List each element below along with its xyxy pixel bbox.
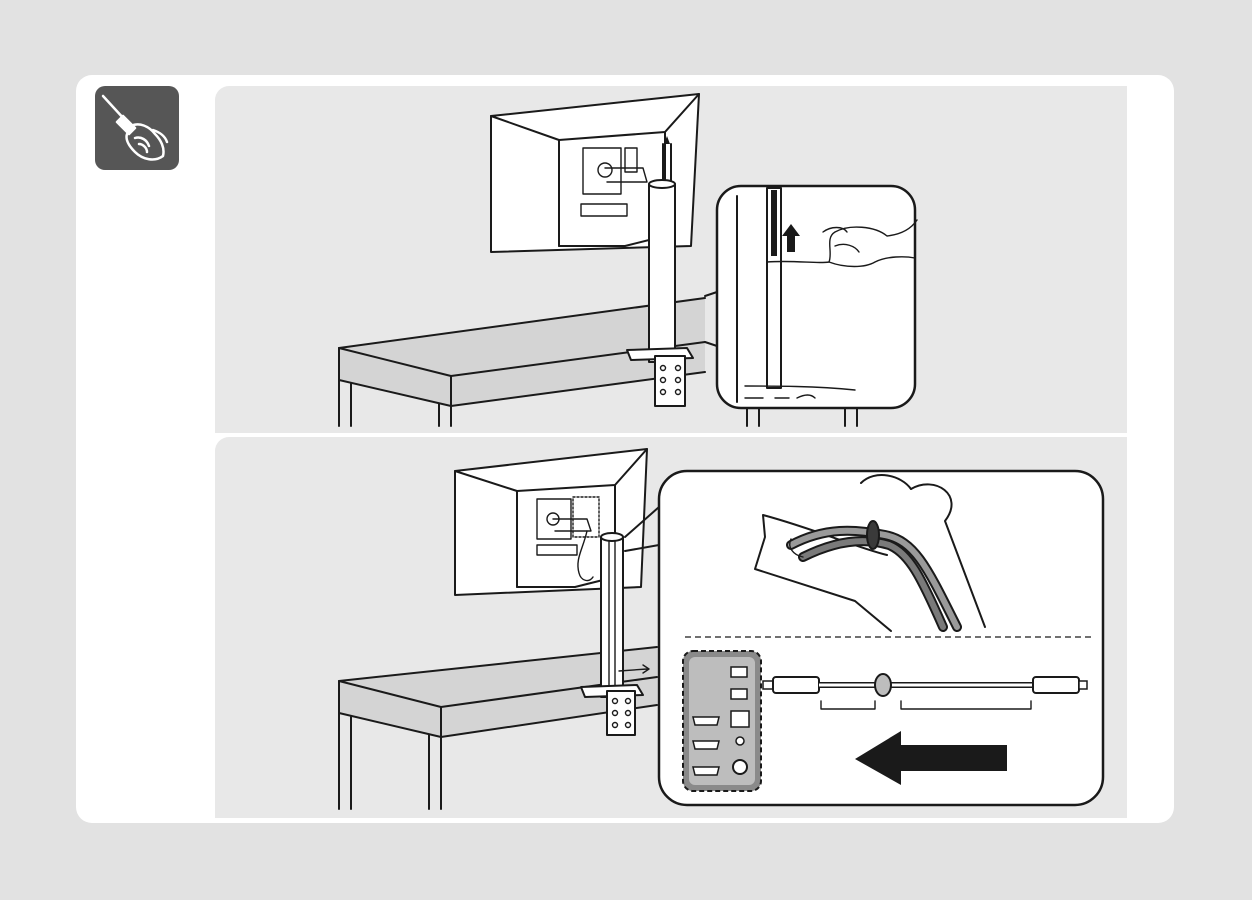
desk-clamp bbox=[655, 356, 685, 406]
desk-legs-right bbox=[747, 408, 857, 426]
displayport-icon bbox=[693, 767, 719, 775]
monitor-ports-panel bbox=[683, 651, 761, 791]
desk-clamp bbox=[607, 691, 635, 735]
audio-port-icon bbox=[736, 737, 744, 745]
usb-port-icon bbox=[731, 689, 747, 699]
hdmi-port-icon bbox=[693, 741, 719, 749]
usb-c-port-icon bbox=[731, 711, 749, 727]
callout-cover-lift bbox=[705, 186, 917, 408]
callout-cable-routing bbox=[659, 471, 1103, 805]
usb-port-icon bbox=[731, 667, 747, 677]
step-1-panel bbox=[215, 86, 1127, 433]
dc-power-port-icon bbox=[733, 760, 747, 774]
step-2-panel bbox=[215, 437, 1127, 818]
screwdriver-in-hand-icon bbox=[95, 86, 179, 170]
hdmi-port-icon bbox=[693, 717, 719, 725]
